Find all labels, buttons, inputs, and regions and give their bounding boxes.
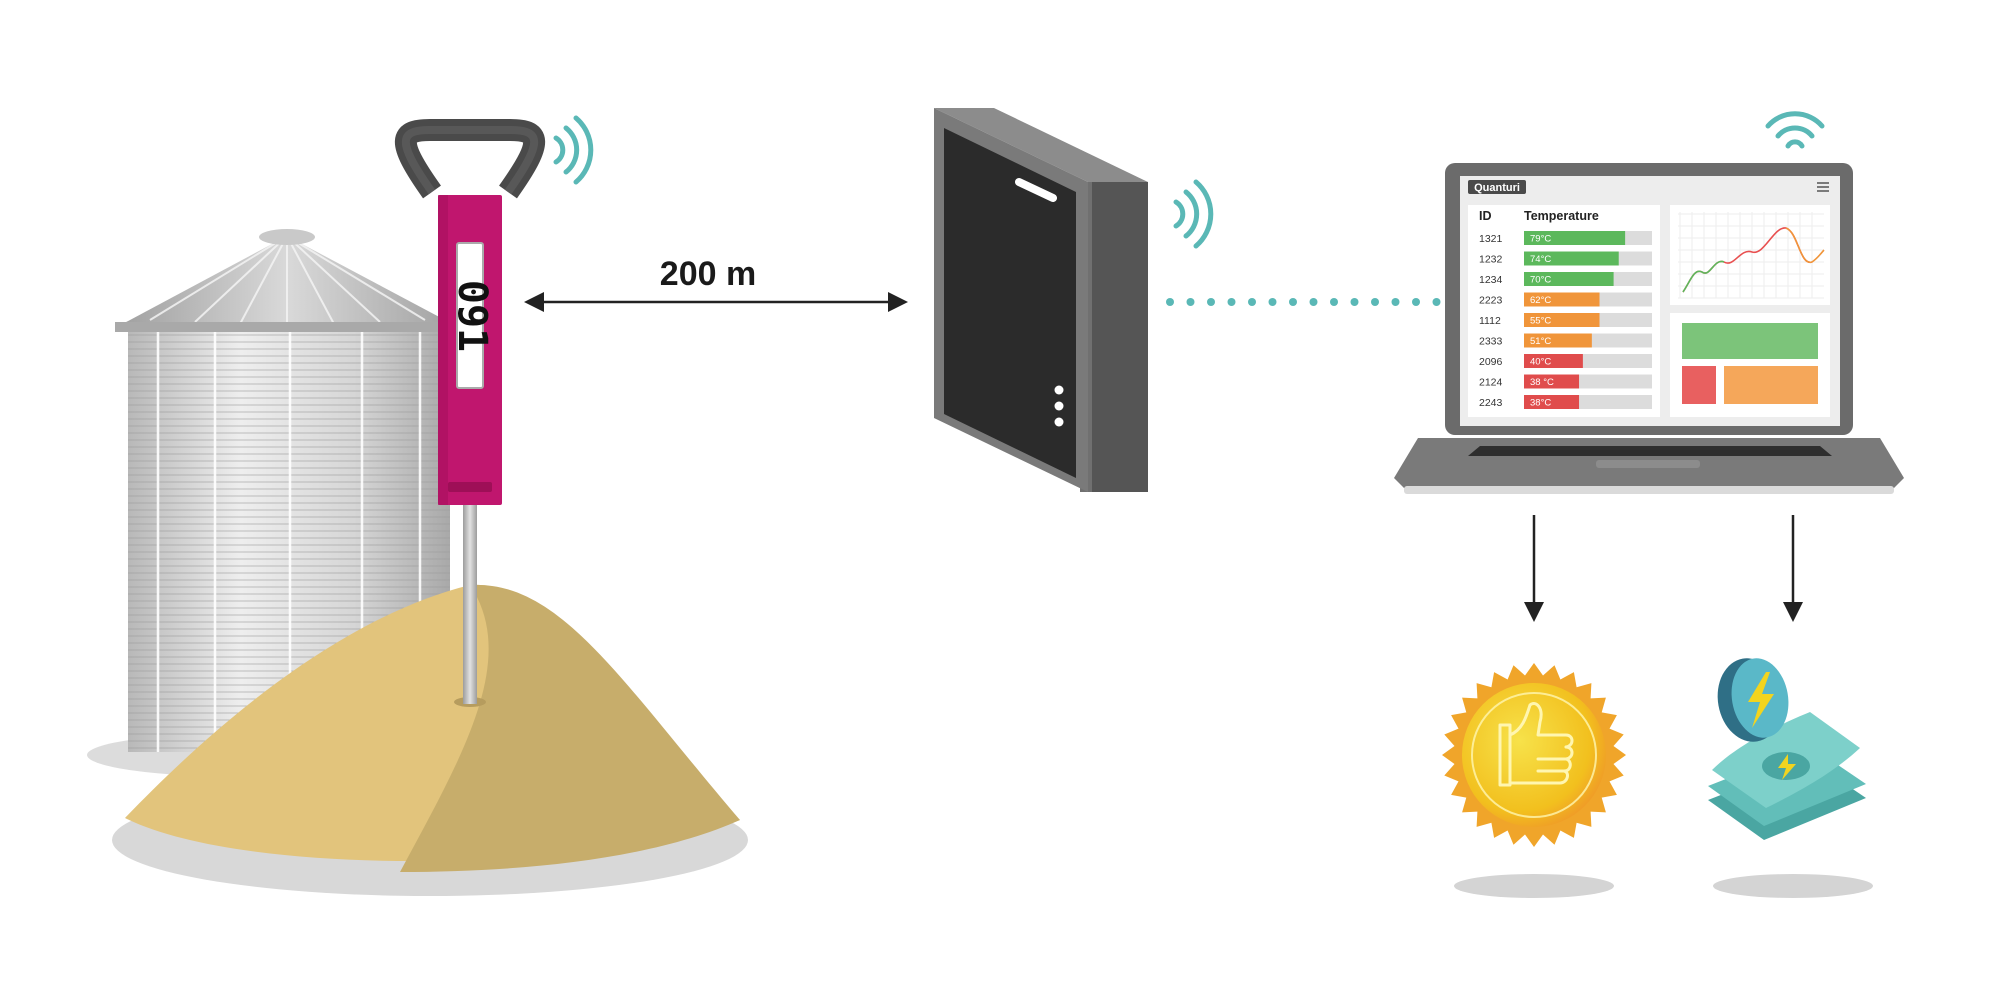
- table-row: 2243 38°C: [1479, 395, 1652, 409]
- gateway-side: [1088, 182, 1148, 492]
- temp-bar-fill: [1524, 231, 1626, 245]
- row-id: 2333: [1479, 336, 1503, 348]
- bill-bolt-icon: [1778, 754, 1796, 780]
- gateway-top: [934, 108, 1148, 182]
- grain-pile: [112, 584, 748, 896]
- energy-coin: [1717, 658, 1789, 742]
- row-id: 1232: [1479, 254, 1503, 266]
- probe-label-plate: [456, 242, 484, 389]
- temp-bar-label: 79°C: [1530, 234, 1551, 245]
- temp-bar-fill: [1524, 354, 1583, 368]
- energy-savings: [1708, 658, 1873, 898]
- status-block-red: [1682, 366, 1716, 404]
- probe-signal-icon: [553, 115, 594, 185]
- temp-bar-label: 38°C: [1530, 398, 1551, 409]
- distance-indicator: 200 m: [524, 255, 908, 312]
- silo-roof-ribs: [149, 235, 426, 326]
- quality-medal: [1442, 663, 1626, 898]
- laptop-trackpad: [1596, 460, 1700, 468]
- probe-grip: [448, 482, 492, 492]
- table-row: 2333 51°C: [1479, 333, 1652, 348]
- temp-bar-fill: [1524, 374, 1580, 389]
- table-row: 1321 79°C: [1479, 231, 1652, 245]
- line-chart-panel: [1670, 205, 1830, 305]
- row-id: 1234: [1479, 274, 1503, 286]
- temp-bar-fill: [1524, 272, 1614, 286]
- laptop-base-shadow: [1404, 486, 1894, 494]
- gateway-slot: [1015, 178, 1057, 202]
- gateway-signal-icon: [1173, 179, 1214, 249]
- table-row: 2223 62°C: [1479, 292, 1652, 307]
- laptop: Quanturi ID Temperature 1321 79°C 1232 74°C…: [1394, 111, 1904, 494]
- table-rows: 1321 79°C 1232 74°C 1234 70°C 2223 62°C 1112 55°C…: [1479, 231, 1652, 409]
- status-block-orange: [1724, 366, 1818, 404]
- table-row: 1112 55°C: [1479, 313, 1652, 327]
- temp-bar-label: 74°C: [1530, 254, 1551, 265]
- row-id: 1321: [1479, 233, 1503, 245]
- temp-bar-fill: [1524, 313, 1600, 327]
- temp-bar-fill: [1524, 251, 1619, 266]
- laptop-keyboard: [1468, 446, 1832, 456]
- menu-icon[interactable]: [1817, 182, 1829, 192]
- row-id: 2124: [1479, 377, 1503, 389]
- output-arrows: [1524, 515, 1803, 622]
- wireless-link-dots: [1166, 298, 1441, 306]
- row-id: 2223: [1479, 295, 1503, 307]
- probe-rod: [463, 500, 477, 704]
- gateway-leds: [1054, 385, 1064, 427]
- row-id: 2096: [1479, 356, 1503, 368]
- status-block-green: [1682, 323, 1818, 359]
- coin-bolt-icon: [1748, 672, 1774, 728]
- table-header-id: ID: [1479, 209, 1492, 223]
- arrow-right-head: [888, 292, 908, 312]
- silo-eave: [115, 322, 460, 332]
- temp-bar-fill: [1524, 395, 1580, 409]
- chart-grid: [1678, 212, 1824, 299]
- laptop-wifi-icon: [1765, 111, 1825, 149]
- row-id: 1112: [1479, 315, 1501, 327]
- chart-line-orange: [1785, 227, 1825, 263]
- table-row: 1234 70°C: [1479, 272, 1652, 286]
- chart-line-green: [1682, 260, 1725, 293]
- temp-bar-label: 70°C: [1530, 275, 1551, 286]
- gateway-panel: [944, 128, 1076, 478]
- row-id: 2243: [1479, 397, 1503, 409]
- arrow-left-head: [524, 292, 544, 312]
- table-row: 2124 38 °C: [1479, 374, 1652, 389]
- money-stack: [1708, 712, 1866, 840]
- temp-bar-label: 40°C: [1530, 357, 1551, 368]
- temp-bar-label: 62°C: [1530, 295, 1551, 306]
- silo-cap: [259, 229, 315, 245]
- medal-face: [1462, 683, 1606, 827]
- gateway-device: [934, 108, 1214, 492]
- thumbs-up-icon: [1498, 702, 1574, 787]
- brand-name: Quanturi: [1474, 182, 1520, 194]
- brand-logo: [1468, 180, 1526, 194]
- temp-bar-label: 51°C: [1530, 336, 1551, 347]
- temperature-probe: 091: [394, 115, 594, 707]
- savings-shadow: [1713, 874, 1873, 898]
- distance-label: 200 m: [660, 255, 756, 293]
- temp-bar-label: 55°C: [1530, 316, 1551, 327]
- medal-shadow: [1454, 874, 1614, 898]
- probe-id-label: 091: [449, 280, 495, 352]
- temp-bar-fill: [1524, 333, 1592, 348]
- table-row: 2096 40°C: [1479, 354, 1652, 368]
- temp-bar-fill: [1524, 292, 1600, 307]
- temp-bar-label: 38 °C: [1530, 377, 1554, 388]
- table-row: 1232 74°C: [1479, 251, 1652, 266]
- grain-dark-side: [400, 584, 740, 872]
- table-header-temperature: Temperature: [1524, 209, 1599, 223]
